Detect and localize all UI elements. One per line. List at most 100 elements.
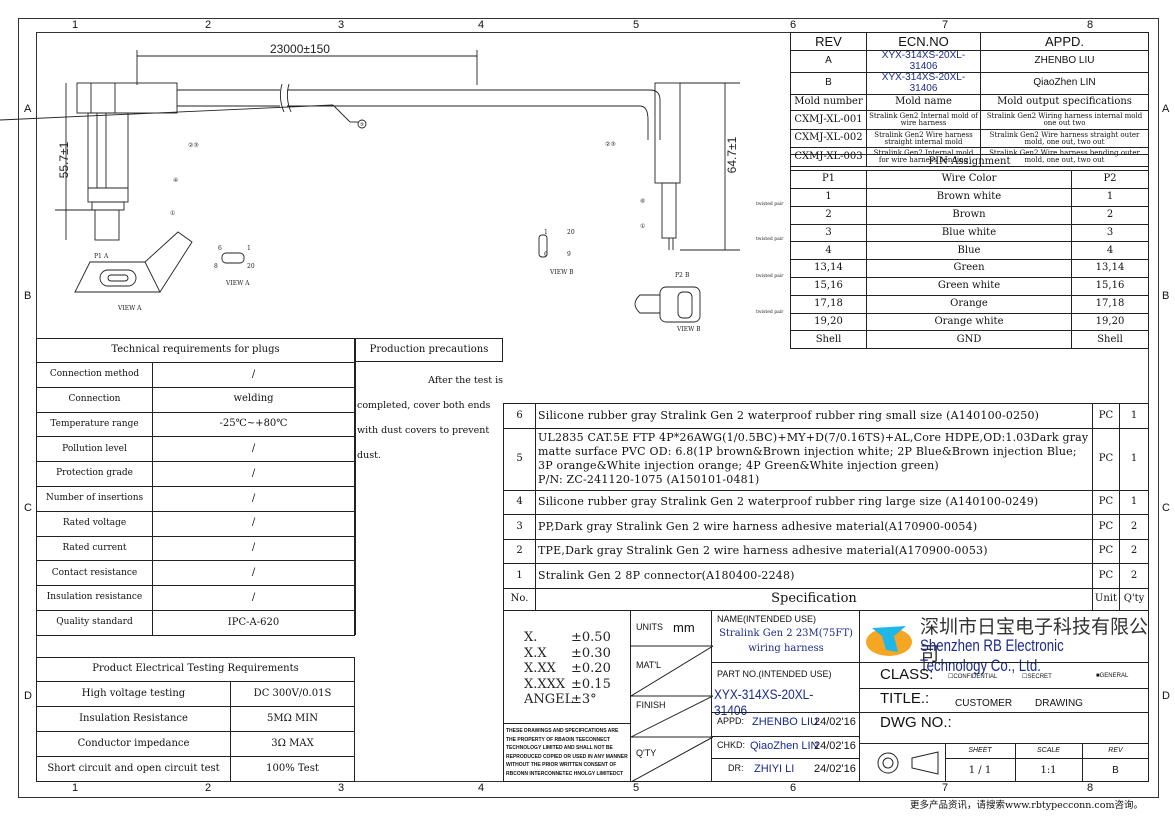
class-label: CLASS: xyxy=(880,666,934,683)
pin-label: 1 xyxy=(247,245,251,252)
item-unit: PC xyxy=(1091,514,1121,540)
wire-color: Green white xyxy=(866,276,1072,296)
mold-header: Mold number xyxy=(790,94,867,111)
requirement-name: Rated voltage xyxy=(36,510,153,537)
wire-color: Orange white xyxy=(866,312,1072,332)
electrical-testing-table: Product Electrical Testing Requirements … xyxy=(36,657,355,782)
class-confidential[interactable]: ☐CONFIDENTIAL xyxy=(948,674,998,680)
divider xyxy=(503,723,630,724)
qty-label: Q'TY xyxy=(636,748,657,758)
item-description: TPE,Dark gray Stralink Gen 2 wire harnes… xyxy=(535,538,1093,564)
dr-date: 24/02'16 xyxy=(814,763,856,775)
pin-p2: 2 xyxy=(1071,205,1149,225)
right-plug xyxy=(654,82,740,251)
class-option: SECRET xyxy=(1027,674,1052,680)
rev-cell: A xyxy=(790,50,867,73)
part-number: XYX-314XS-20XL-31406 xyxy=(714,686,814,718)
appd-label: APPD: xyxy=(717,716,745,726)
pin-p2: 13,14 xyxy=(1071,259,1149,278)
pin-header: P2 xyxy=(1071,170,1149,189)
item-no: 6 xyxy=(503,403,536,429)
callout-right: ① xyxy=(640,223,645,230)
zone-col: 4 xyxy=(478,782,485,794)
p2-label: P2 xyxy=(675,272,683,279)
company-block: 深圳市日宝电子科技有限公司 Shenzhen RB Electronic Tec… xyxy=(860,610,1149,782)
callout-right: ⑥ xyxy=(640,198,645,205)
view-a-connector xyxy=(74,231,701,323)
zone-col: 6 xyxy=(790,19,797,31)
company-name-en: Shenzhen RB Electronic Technology Co., L… xyxy=(920,636,1064,675)
requirement-value: / xyxy=(152,436,355,463)
requirement-value: -25℃~+80℃ xyxy=(152,411,355,438)
pin-p2: 17,18 xyxy=(1071,294,1149,314)
cable-drawing: 23000±150 ⑤ 55.7±1 64.7±1 ②③ ④ ① ②③ ⑥ ① … xyxy=(0,42,784,333)
zone-row: D xyxy=(24,690,32,702)
twisted-pair-label: twisted pair xyxy=(756,201,784,207)
item-no: 2 xyxy=(503,538,536,564)
spec-header: Specification xyxy=(535,587,1093,611)
left-height-dim: 55.7±1 xyxy=(57,141,71,178)
requirement-name: Number of insertions xyxy=(36,485,153,512)
table-row: Connection method/ xyxy=(36,362,355,388)
item-unit: PC xyxy=(1091,403,1121,429)
requirement-value: / xyxy=(152,510,355,537)
pin-p1: 1 xyxy=(790,188,867,207)
appd-name: ZHENBO LIU xyxy=(752,716,819,728)
class-option: GENERAL xyxy=(1099,673,1129,679)
test-name: High voltage testing xyxy=(36,681,231,707)
chkd-date: 24/02'16 xyxy=(814,740,856,752)
class-general[interactable]: ■GENERAL xyxy=(1096,673,1129,679)
divider xyxy=(355,362,356,635)
ecn-header: ECN.NO xyxy=(866,32,981,51)
pin-p2: Shell xyxy=(1071,330,1149,350)
zone-col: 3 xyxy=(338,782,345,794)
requirement-name: Protection grade xyxy=(36,461,153,487)
rev-value: B xyxy=(1112,765,1119,776)
test-value: DC 300V/0.01S xyxy=(230,681,355,707)
table-row: Temperature range-25℃~+80℃ xyxy=(36,411,355,438)
callout-left: ②③ xyxy=(188,142,199,149)
requirement-value: / xyxy=(152,461,355,487)
item-qty: 1 xyxy=(1119,427,1149,491)
pin-label: 20 xyxy=(247,263,255,270)
precautions-text: After the test is completed, cover both … xyxy=(357,368,503,468)
pin-p2: 4 xyxy=(1071,241,1149,261)
zone-col: 5 xyxy=(633,782,640,794)
tolerance-value: ±0.20 xyxy=(571,661,611,676)
spec-unit-header: Unit xyxy=(1091,587,1121,611)
requirement-name: Connection method xyxy=(36,362,153,388)
zone-col: 7 xyxy=(942,19,949,31)
name-column: NAME(INTENDED USE) Stralink Gen 2 23M(75… xyxy=(712,610,860,782)
units-column: UNITS mm MAT'L FINISH Q'TY xyxy=(630,610,713,782)
chkd-label: CHKD: xyxy=(717,740,746,750)
mold-number: CXMJ-XL-001 xyxy=(790,110,867,130)
requirement-value: / xyxy=(152,585,355,611)
rev-label: REV xyxy=(1108,747,1123,754)
precautions-title: Production precautions xyxy=(355,338,503,362)
view-b-label: VIEW B xyxy=(676,326,701,333)
length-dim-text: 23000±150 xyxy=(270,42,330,56)
zone-col: 8 xyxy=(1087,19,1094,31)
requirement-name: Temperature range xyxy=(36,411,153,438)
pin-p1: 3 xyxy=(790,223,867,243)
precaution-line: completed, cover both ends xyxy=(357,400,491,411)
name-value: Stralink Gen 2 23M(75FT) wiring harness xyxy=(719,628,853,654)
callout-5: ⑤ xyxy=(360,122,365,128)
pin-p2: 19,20 xyxy=(1071,312,1149,332)
zone-row: A xyxy=(24,103,32,115)
item-description: Silicone rubber gray Stralink Gen 2 wate… xyxy=(535,489,1093,515)
requirement-value: IPC-A-620 xyxy=(152,609,355,636)
table-row: Rated current/ xyxy=(36,535,355,562)
chkd-name: QiaoZhen LIN xyxy=(750,740,819,752)
mold-spec: Stralink Gen2 Wiring harness internal mo… xyxy=(980,110,1149,130)
pin-label: 9 xyxy=(567,251,571,258)
zone-row: A xyxy=(1162,103,1170,115)
table-row: Contact resistance/ xyxy=(36,560,355,587)
class-secret[interactable]: ☐SECRET xyxy=(1022,674,1052,680)
